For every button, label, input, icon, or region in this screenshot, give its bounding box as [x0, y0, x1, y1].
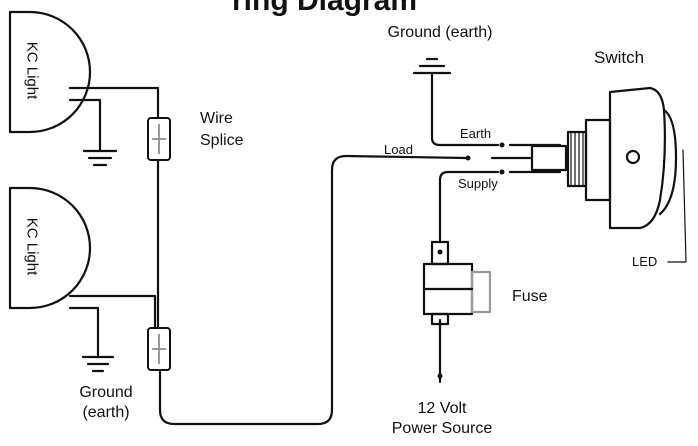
fuse-dot-bottom	[437, 373, 443, 379]
switch-led-edge	[658, 108, 678, 216]
earth-label: Earth	[460, 126, 492, 141]
wire-top-light-ground	[68, 98, 102, 152]
wire-earth	[430, 73, 500, 147]
load-label: Load	[384, 142, 413, 157]
ground-bottom-label-1: Ground	[79, 384, 133, 401]
diagram-heading: ring Diagram	[232, 0, 418, 17]
terminal-dot-load	[465, 155, 471, 161]
terminal-dot-supply	[499, 169, 505, 175]
fuse-label: Fuse	[512, 288, 548, 305]
light-label-bottom: KC Light	[23, 217, 41, 276]
fuse-body-shadow	[470, 270, 492, 314]
switch-indicator-circle	[625, 149, 641, 165]
terminal-dot-earth	[499, 142, 505, 148]
wire-splice-bottom	[147, 327, 171, 371]
wire-splice-top	[147, 117, 171, 161]
fuse-dot-top	[437, 249, 443, 255]
ground-top-label: Ground (earth)	[387, 24, 493, 41]
wire-supply	[438, 170, 500, 244]
switch-terminal-block	[530, 144, 568, 172]
wire-top-light-to-splice	[68, 86, 160, 120]
wire-splice-label-2: Splice	[200, 132, 244, 149]
switch-label: Switch	[594, 48, 645, 67]
kc-light-bottom-housing	[8, 186, 92, 310]
power-source-label-1: 12 Volt	[417, 400, 467, 417]
wire-bottom-light-to-splice	[68, 294, 157, 330]
switch-collar	[584, 118, 612, 202]
wire-bottom-light-ground	[68, 306, 100, 357]
led-arrow-line	[667, 149, 687, 263]
kc-light-top-housing	[8, 10, 92, 134]
supply-label: Supply	[458, 176, 498, 191]
wire-splice-label-1: Wire	[200, 110, 233, 127]
fuse-bottom-cap	[430, 312, 450, 326]
power-source-label-2: Power Source	[391, 420, 493, 437]
fuse-top-cap	[430, 240, 450, 266]
light-label-top: KC Light	[23, 41, 41, 100]
switch-rocker-body	[608, 86, 666, 230]
led-label: LED	[632, 254, 658, 269]
ground-bottom-label-2: (earth)	[82, 404, 130, 421]
wire-load	[158, 154, 468, 426]
